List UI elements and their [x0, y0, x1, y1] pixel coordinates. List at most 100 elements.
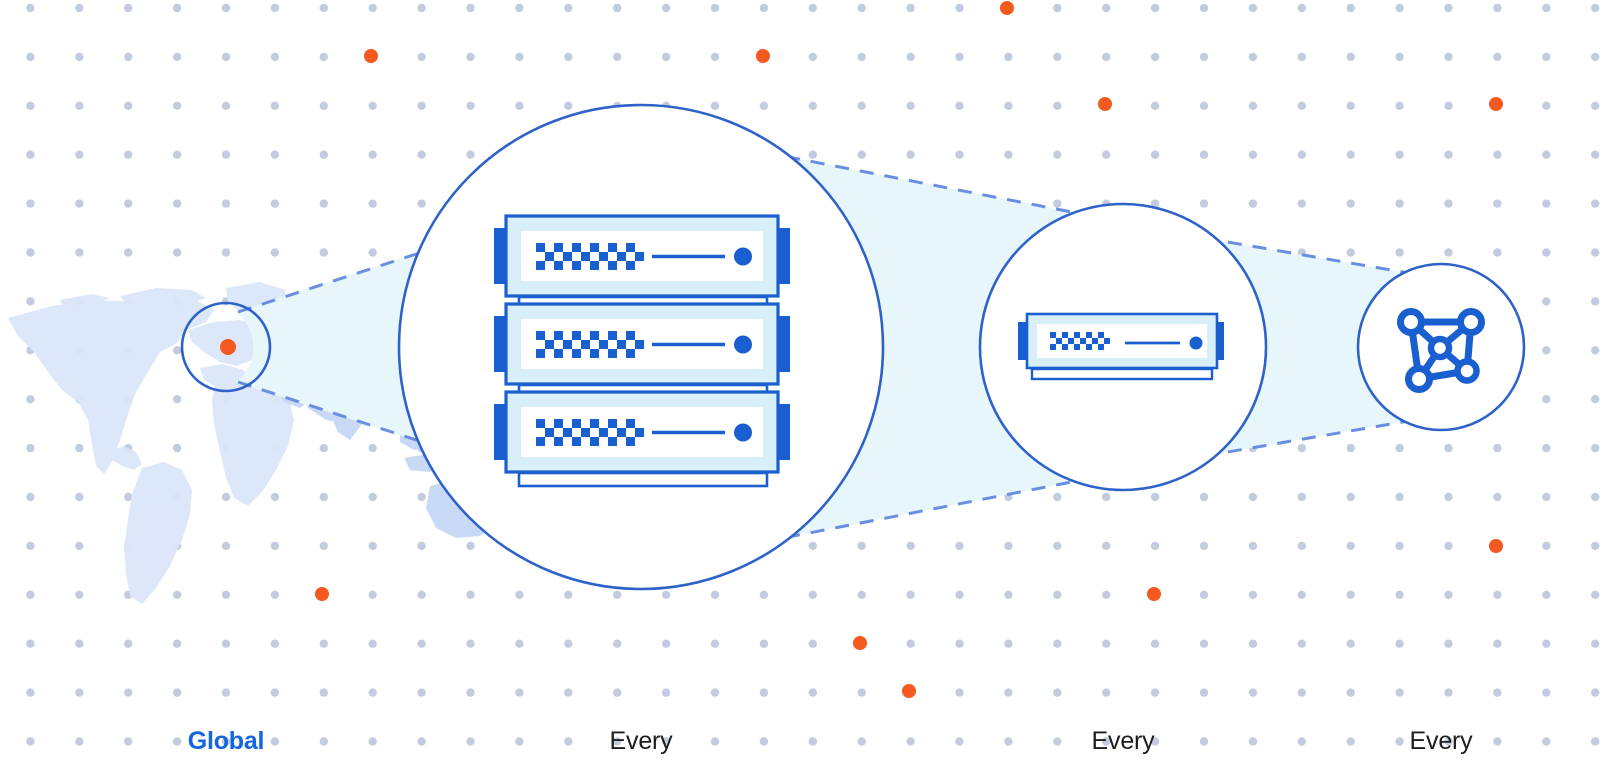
- grid-dot: [808, 541, 817, 551]
- grid-dot: [124, 248, 133, 257]
- grid-dot: [1297, 639, 1307, 648]
- grid-dot: [1591, 248, 1600, 257]
- grid-dot: [1346, 3, 1355, 13]
- grid-dot: [759, 688, 769, 697]
- grid-dot: [1591, 639, 1600, 648]
- grid-dot: [1004, 590, 1013, 599]
- grid-dot: [1199, 101, 1209, 111]
- grid-dot: [515, 590, 524, 599]
- grid-dot: [1542, 101, 1551, 111]
- grid-dot: [564, 52, 573, 62]
- grid-dot: [1102, 150, 1111, 159]
- grid-dot: [124, 737, 133, 746]
- grid-dot: [26, 639, 35, 648]
- grid-dot: [1493, 688, 1502, 697]
- grid-dot: [1444, 101, 1453, 111]
- grid-dot: [466, 737, 475, 746]
- grid-dot: [1297, 199, 1307, 208]
- grid-dot: [1150, 688, 1160, 697]
- grid-dot: [906, 541, 915, 551]
- grid-dot: [172, 199, 182, 208]
- grid-dot: [1444, 590, 1453, 599]
- grid-dot: [270, 199, 280, 208]
- grid-dot: [1542, 346, 1551, 355]
- grid-dot: [270, 52, 280, 62]
- grid-dot: [1199, 199, 1209, 208]
- grid-dot: [1053, 639, 1062, 648]
- grid-dot: [172, 150, 182, 159]
- grid-dot: [1444, 443, 1453, 453]
- grid-dot: [613, 590, 622, 599]
- grid-dot: [124, 199, 133, 208]
- stage-circle-global-network[interactable]: [180, 301, 272, 393]
- grid-dot: [1493, 52, 1502, 62]
- grid-dot: [710, 101, 720, 111]
- stage-label-every-server: Every server: [1013, 666, 1233, 782]
- grid-dot: [466, 52, 475, 62]
- grid-dot: [270, 737, 280, 746]
- grid-dot: [1150, 639, 1160, 648]
- grid-dot: [270, 101, 280, 111]
- grid-dot: [75, 248, 84, 257]
- grid-dot: [75, 443, 84, 453]
- grid-dot: [955, 150, 964, 159]
- grid-dot: [1493, 248, 1502, 257]
- grid-dot: [75, 737, 84, 746]
- grid-dot: [26, 150, 35, 159]
- grid-dot: [1150, 3, 1160, 13]
- grid-dot: [75, 492, 84, 502]
- grid-dot: [1297, 3, 1307, 13]
- grid-dot: [1542, 541, 1551, 551]
- grid-dot: [124, 3, 133, 13]
- grid-dot: [1053, 590, 1062, 599]
- grid-dot: [26, 3, 35, 13]
- grid-dot: [1102, 492, 1111, 502]
- grid-dot: [172, 248, 182, 257]
- grid-dot: [172, 101, 182, 111]
- grid-dot: [906, 52, 915, 62]
- grid-dot: [417, 590, 426, 599]
- server-led-matrix: [536, 331, 644, 358]
- grid-dot: [1102, 688, 1111, 697]
- grid-dot: [1297, 52, 1307, 62]
- accent-dot: [1489, 539, 1503, 553]
- grid-dot: [417, 52, 426, 62]
- grid-dot: [319, 443, 328, 453]
- grid-dot: [26, 737, 35, 746]
- grid-dot: [710, 688, 720, 697]
- grid-dot: [1248, 52, 1258, 62]
- grid-dot: [1248, 688, 1258, 697]
- grid-dot: [1542, 297, 1551, 306]
- grid-dot: [270, 639, 280, 648]
- grid-dot: [1493, 150, 1502, 159]
- grid-dot: [661, 639, 671, 648]
- grid-dot: [1591, 688, 1600, 697]
- grid-dot: [368, 199, 377, 208]
- grid-dot: [417, 150, 426, 159]
- grid-dot: [221, 52, 231, 62]
- grid-dot: [1444, 52, 1453, 62]
- grid-dot: [1199, 688, 1209, 697]
- grid-dot: [1346, 52, 1355, 62]
- stage-label-line: Every: [1409, 727, 1473, 755]
- grid-dot: [172, 52, 182, 62]
- grid-dot: [808, 688, 817, 697]
- grid-dot: [857, 52, 866, 62]
- grid-dot: [906, 101, 915, 111]
- grid-dot: [1297, 101, 1307, 111]
- grid-dot: [710, 737, 720, 746]
- grid-dot: [124, 101, 133, 111]
- grid-dot: [613, 688, 622, 697]
- grid-dot: [1053, 737, 1062, 746]
- grid-dot: [368, 443, 377, 453]
- grid-dot: [857, 101, 866, 111]
- grid-dot: [1542, 52, 1551, 62]
- grid-dot: [417, 3, 426, 13]
- grid-dot: [319, 101, 328, 111]
- grid-dot: [808, 52, 817, 62]
- grid-dot: [172, 3, 182, 13]
- grid-dot: [1395, 443, 1404, 453]
- server-rack-unit-3: [494, 390, 790, 488]
- grid-dot: [808, 590, 817, 599]
